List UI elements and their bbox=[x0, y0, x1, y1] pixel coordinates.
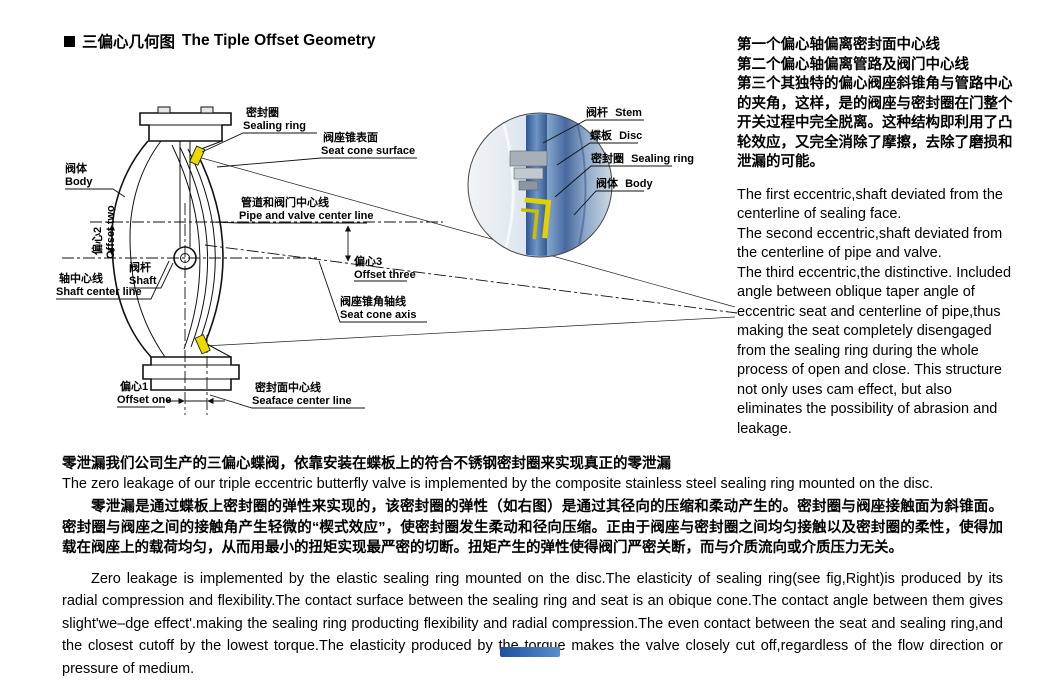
label-seat-cone-axis-en: Seat cone axis bbox=[340, 309, 416, 321]
label-sealing-ring-en: Sealing ring bbox=[243, 120, 306, 132]
label-seat-cone-surface-en: Seat cone surface bbox=[321, 145, 415, 157]
label-seat-cone-axis-zh: 阀座锥角轴线 bbox=[340, 294, 406, 308]
sealing-ring-highlight-top bbox=[190, 146, 205, 165]
section-bullet-icon bbox=[64, 36, 75, 47]
label-shaft-center-line-zh: 轴中心线 bbox=[59, 271, 103, 285]
zero-leakage-intro-zh: 零泄漏我们公司生产的三偏心蝶阀，依靠安装在蝶板上的符合不锈钢密封圈来实现真正的零… bbox=[62, 455, 1003, 475]
label-offset-three: 偏心3 Offset three bbox=[354, 254, 416, 281]
label-seaface-center-line-en: Seaface center line bbox=[252, 395, 352, 407]
label-body-en: Body bbox=[65, 176, 93, 188]
description-en-para3: The third eccentric,the distinctive. Inc… bbox=[737, 264, 1015, 440]
seat-cone-lines bbox=[198, 157, 735, 346]
svg-text:阀杆 Stem: 阀杆 Stem bbox=[586, 105, 642, 119]
label-sealing-ring: 密封圈 Sealing ring bbox=[202, 105, 317, 152]
description-en: The first eccentric,shaft deviated from … bbox=[737, 186, 1015, 440]
section-title-zh: 三偏心几何图 bbox=[82, 30, 175, 52]
label-shaft: 阀杆 Shaft bbox=[129, 260, 173, 288]
label-offset-one-en: Offset one bbox=[117, 394, 171, 406]
svg-text:蝶板 Disc: 蝶板 Disc bbox=[590, 128, 642, 142]
label-offset-two: 偏心2 Offset two bbox=[90, 205, 117, 259]
label-offset-one: 偏心1 Offset one bbox=[117, 379, 171, 407]
label-seat-cone-surface-zh: 阀座锥表面 bbox=[323, 130, 378, 144]
label-shaft-en: Shaft bbox=[129, 275, 157, 287]
detail-view: 阀杆 Stem 蝶板 Disc 密封圈 Sealing ring 阀体 Body bbox=[468, 105, 694, 261]
description-column: 第一个偏心轴偏离密封面中心线 第二个偏心轴偏离管路及阀门中心线 第三个其独特的偏… bbox=[737, 36, 1015, 439]
label-sealing-ring-zh: 密封圈 bbox=[246, 105, 279, 119]
footer-logo-mark bbox=[500, 647, 560, 657]
description-zh-line1: 第一个偏心轴偏离密封面中心线 bbox=[737, 36, 1015, 56]
zero-leakage-para-en: Zero leakage is implemented by the elast… bbox=[62, 568, 1003, 680]
svg-text:密封圈 Sealing ring: 密封圈 Sealing ring bbox=[591, 151, 694, 165]
label-shaft-zh: 阀杆 bbox=[129, 260, 151, 274]
label-detail-body-zh: 阀体 bbox=[596, 176, 619, 190]
valve-cross-section bbox=[112, 107, 239, 390]
label-seat-cone-surface: 阀座锥表面 Seat cone surface bbox=[217, 130, 417, 167]
label-body-zh: 阀体 bbox=[65, 161, 88, 175]
label-detail-body-en: Body bbox=[625, 178, 653, 190]
label-detail-disc-zh: 蝶板 bbox=[590, 128, 613, 142]
description-zh: 第一个偏心轴偏离密封面中心线 第二个偏心轴偏离管路及阀门中心线 第三个其独特的偏… bbox=[737, 36, 1015, 173]
description-zh-para: 第三个其独特的偏心阀座斜锥角与管路中心的夹角，这样，是的阀座与密封圈在门整个开关… bbox=[737, 75, 1015, 173]
svg-text:阀体 Body: 阀体 Body bbox=[596, 176, 653, 190]
section-title: 三偏心几何图 The Tiple Offset Geometry bbox=[64, 30, 376, 52]
label-offset-three-zh: 偏心3 bbox=[354, 254, 382, 268]
label-pipe-valve-center-line-en: Pipe and valve center line bbox=[239, 210, 374, 222]
label-detail-stem-zh: 阀杆 bbox=[586, 105, 608, 119]
description-en-para1: The first eccentric,shaft deviated from … bbox=[737, 186, 1015, 225]
label-offset-three-en: Offset three bbox=[354, 269, 416, 281]
label-detail-disc-en: Disc bbox=[619, 130, 642, 142]
label-seaface-center-line-zh: 密封面中心线 bbox=[255, 380, 321, 394]
label-offset-one-zh: 偏心1 bbox=[120, 379, 148, 393]
description-zh-line2: 第二个偏心轴偏离管路及阀门中心线 bbox=[737, 56, 1015, 76]
label-detail-sealing-ring-zh: 密封圈 bbox=[591, 151, 624, 165]
label-seaface-center-line: 密封面中心线 Seaface center line bbox=[210, 380, 365, 408]
label-pipe-valve-center-line-zh: 管道和阀门中心线 bbox=[241, 195, 329, 209]
label-detail-sealing-ring-en: Sealing ring bbox=[631, 153, 694, 165]
seat-cone-axis-line bbox=[205, 245, 737, 313]
triple-offset-diagram: 密封圈 Sealing ring 阀座锥表面 Seat cone surface… bbox=[55, 85, 737, 445]
label-shaft-center-line-en: Shaft center line bbox=[56, 286, 142, 298]
label-body: 阀体 Body bbox=[65, 161, 125, 197]
section-title-en: The Tiple Offset Geometry bbox=[182, 32, 376, 50]
zero-leakage-intro-en: The zero leakage of our triple eccentric… bbox=[62, 475, 1003, 495]
description-en-para2: The second eccentric,shaft deviated from… bbox=[737, 225, 1015, 264]
label-detail-stem-en: Stem bbox=[615, 107, 642, 119]
zero-leakage-para-zh: 零泄漏是通过蝶板上密封圈的弹性来实现的，该密封圈的弹性（如右图）是通过其径向的压… bbox=[62, 497, 1003, 559]
label-offset-two-zh: 偏心2 bbox=[90, 227, 104, 255]
label-offset-two-en: Offset two bbox=[105, 205, 117, 259]
